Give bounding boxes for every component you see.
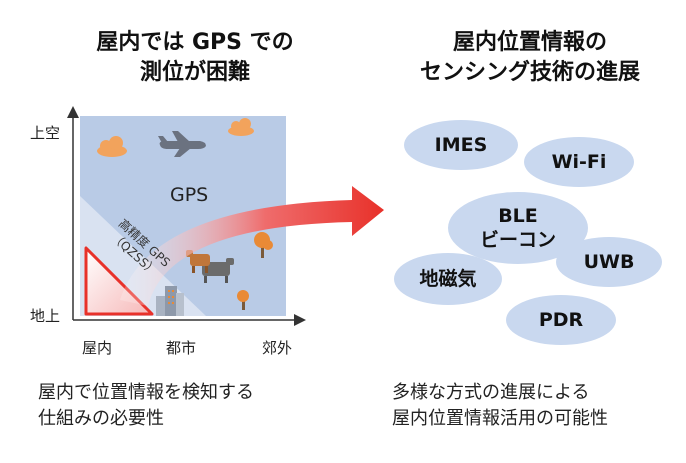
- left-title: 屋内では GPS での 測位が困難: [60, 28, 330, 88]
- x-axis-left-label: 屋内: [82, 339, 113, 357]
- x-axis-right-label: 郊外: [262, 339, 293, 357]
- city-buildings-icon: [156, 286, 184, 316]
- tree-icon: [254, 232, 273, 258]
- right-title: 屋内位置情報の センシング技術の進展: [380, 28, 680, 88]
- tech-label: Wi-Fi: [551, 151, 607, 173]
- right-title-line-2: センシング技術の進展: [419, 60, 640, 85]
- gps-label: GPS: [170, 184, 209, 206]
- left-caption: 屋内で位置情報を検知する 仕組みの必要性: [38, 380, 338, 432]
- tech-label: 地磁気: [419, 268, 477, 290]
- tree-icon: [237, 290, 249, 310]
- cloud-icon: [97, 136, 127, 157]
- left-caption-line-1: 屋内で位置情報を検知する: [38, 382, 254, 403]
- tech-bubble-wifi: Wi-Fi: [524, 137, 634, 187]
- tech-bubble-geomagnetism: 地磁気: [394, 253, 502, 305]
- tech-label: BLE ビーコン: [479, 205, 556, 251]
- tech-bubble-imes: IMES: [404, 120, 518, 170]
- right-caption-line-2: 屋内位置情報活用の可能性: [392, 408, 608, 429]
- left-title-line-2: 測位が困難: [139, 60, 250, 85]
- left-title-line-1: 屋内では GPS での: [96, 30, 294, 55]
- tech-label: PDR: [538, 309, 584, 331]
- cow-icon: [202, 258, 234, 283]
- tech-bubble-uwb: UWB: [556, 237, 662, 287]
- right-title-line-1: 屋内位置情報の: [452, 30, 607, 55]
- y-axis-bottom-label: 地上: [30, 307, 61, 325]
- progress-arrow: [120, 186, 384, 306]
- tech-bubble-pdr: PDR: [506, 295, 616, 345]
- cloud-icon: [228, 118, 254, 136]
- airplane-icon: [158, 131, 206, 157]
- left-caption-line-2: 仕組みの必要性: [38, 408, 164, 429]
- tech-label: UWB: [583, 251, 635, 273]
- y-axis-top-label: 上空: [30, 124, 61, 142]
- tech-label: IMES: [434, 134, 488, 156]
- x-axis-middle-label: 都市: [166, 339, 197, 357]
- right-caption-line-1: 多様な方式の進展による: [392, 382, 590, 403]
- right-caption: 多様な方式の進展による 屋内位置情報活用の可能性: [392, 380, 684, 432]
